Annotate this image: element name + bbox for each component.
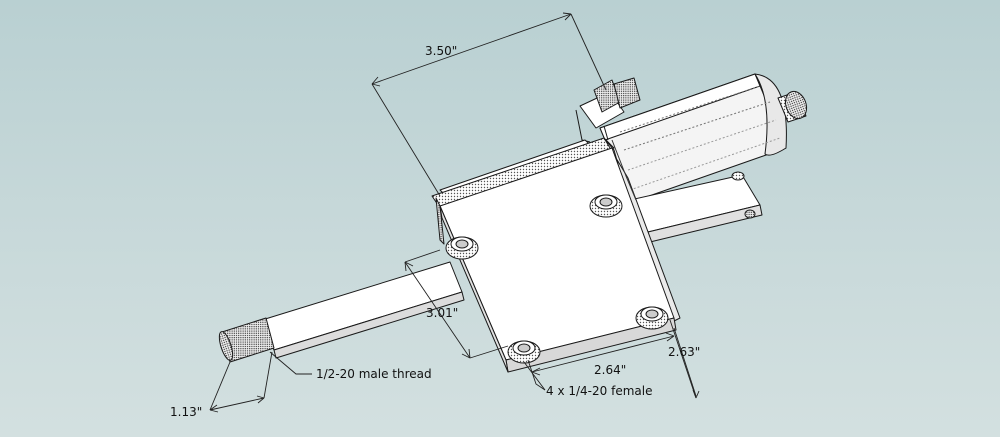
dim-line-overall-length bbox=[371, 13, 572, 85]
leader-mount-holes bbox=[527, 359, 546, 391]
mount-hole-top-right bbox=[589, 194, 623, 218]
threaded-tip bbox=[218, 317, 275, 363]
side-bar-right bbox=[629, 171, 763, 243]
dim-label-thread-length: 1.13" bbox=[170, 405, 203, 419]
motor-cylinder bbox=[599, 73, 787, 203]
cable-connector bbox=[575, 77, 641, 143]
dim-label-rod-extension: 3.01" bbox=[426, 306, 459, 320]
leader-thread bbox=[269, 351, 312, 375]
dim-label-overall-length: 3.50" bbox=[425, 44, 458, 58]
motor-shaft-knob bbox=[777, 90, 808, 123]
extension-line-left bbox=[371, 83, 441, 197]
dim-label-plate-width: 2.64" bbox=[594, 363, 627, 377]
dim-line-thread-length bbox=[209, 397, 265, 411]
callout-rod-thread: 1/2-20 male thread bbox=[316, 367, 432, 381]
dimension-lines bbox=[209, 12, 700, 413]
dim-label-plate-depth: 2.63" bbox=[668, 345, 701, 359]
extension-line-right bbox=[570, 13, 607, 91]
mount-hole-top-left bbox=[445, 236, 479, 260]
dim-line-plate-width bbox=[531, 335, 675, 373]
callout-mount-holes: 4 x 1/4-20 female bbox=[546, 384, 653, 398]
mount-hole-bottom-right bbox=[635, 306, 669, 330]
dim-line-rod-extension bbox=[404, 261, 471, 359]
dim-line-plate-depth bbox=[669, 319, 697, 399]
mount-hole-bottom-left bbox=[507, 340, 541, 364]
